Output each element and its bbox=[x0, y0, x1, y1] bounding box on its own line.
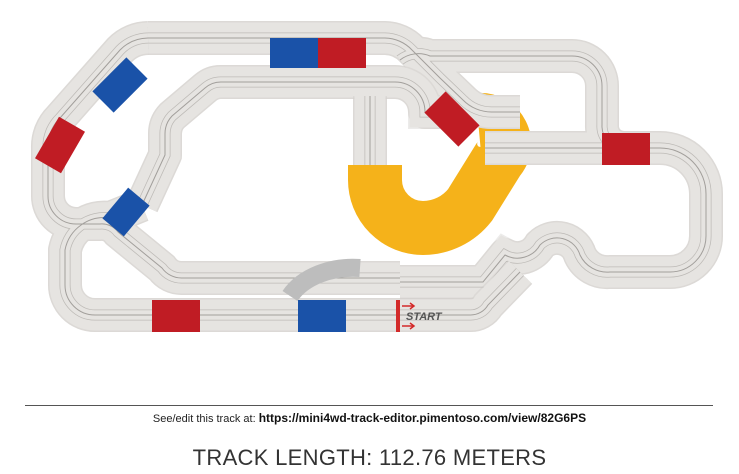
start-label: START bbox=[406, 311, 443, 323]
track-link-line: See/edit this track at: https://mini4wd-… bbox=[0, 411, 739, 425]
track-link[interactable]: https://mini4wd-track-editor.pimentoso.c… bbox=[258, 411, 587, 425]
start-marker: START bbox=[396, 300, 443, 332]
footer-divider bbox=[25, 405, 713, 406]
lane-change-yellow-section bbox=[348, 92, 532, 256]
blue-section-top bbox=[270, 38, 318, 68]
blue-section-left-diagonal bbox=[92, 57, 148, 113]
track-length: TRACK LENGTH: 112.76 METERS bbox=[192, 445, 547, 470]
crossover-section bbox=[282, 258, 361, 302]
lane-lines bbox=[31, 21, 723, 332]
red-section-left-diagonal bbox=[35, 116, 85, 174]
track-diagram: START bbox=[31, 21, 723, 332]
link-prefix: See/edit this track at: bbox=[152, 413, 256, 425]
lane-line bbox=[47, 37, 521, 316]
red-section-right-diagonal bbox=[424, 91, 480, 147]
red-section-right-straight bbox=[602, 133, 650, 165]
blue-section-bottom bbox=[298, 300, 346, 332]
red-section-top bbox=[318, 38, 366, 68]
blue-section-mid-diagonal bbox=[102, 187, 150, 237]
red-section-bottom bbox=[152, 300, 200, 332]
